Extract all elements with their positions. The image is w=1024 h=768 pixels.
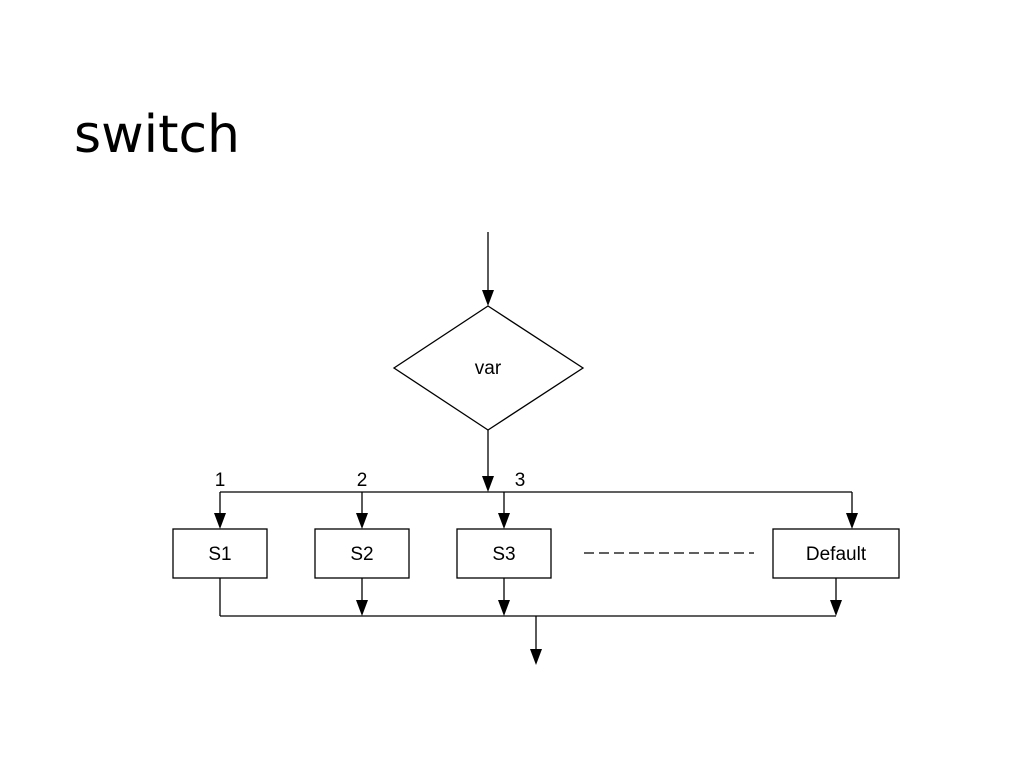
statement-box-s1: S1 bbox=[172, 528, 268, 579]
case-label-1: 1 bbox=[215, 470, 226, 491]
branch-arrow-3 bbox=[498, 492, 510, 529]
merge-arrow-default bbox=[830, 578, 842, 616]
decision-node: var bbox=[392, 305, 585, 431]
statement-box-default: Default bbox=[772, 528, 900, 579]
statement-label-default: Default bbox=[806, 544, 867, 565]
case-label-3: 3 bbox=[515, 470, 526, 491]
branch-arrow-1 bbox=[214, 492, 226, 529]
exit-arrow bbox=[530, 616, 542, 665]
merge-arrow-s2 bbox=[356, 578, 368, 616]
entry-arrow bbox=[482, 232, 494, 306]
case-label-2: 2 bbox=[357, 470, 368, 491]
branch-arrow-default bbox=[846, 492, 858, 529]
statement-label-s3: S3 bbox=[492, 544, 515, 565]
statement-label-s2: S2 bbox=[350, 544, 373, 565]
merge-arrow-s3 bbox=[498, 578, 510, 616]
decision-out-arrow bbox=[482, 430, 494, 492]
page-title: switch bbox=[74, 105, 241, 165]
statement-box-s2: S2 bbox=[314, 528, 410, 579]
decision-label: var bbox=[475, 358, 502, 379]
branch-arrow-2 bbox=[356, 492, 368, 529]
statement-label-s1: S1 bbox=[208, 544, 231, 565]
statement-box-s3: S3 bbox=[456, 528, 552, 579]
